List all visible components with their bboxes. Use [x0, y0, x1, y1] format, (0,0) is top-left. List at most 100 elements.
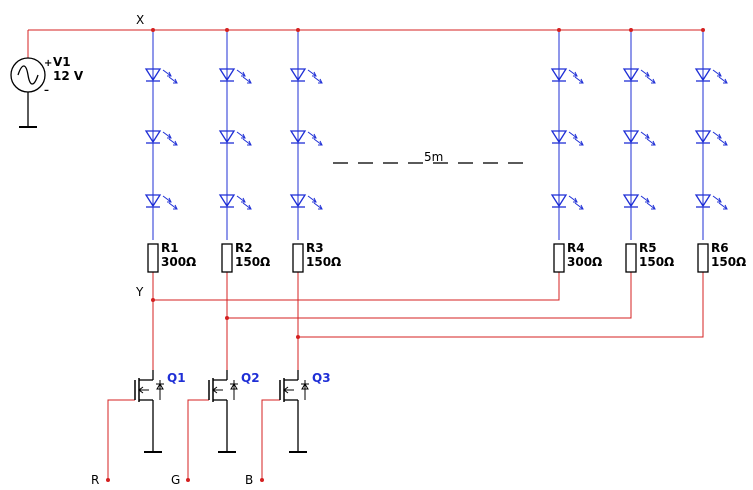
emission-arrow	[568, 131, 578, 139]
emission-arrow	[568, 195, 578, 203]
resistor-body	[147, 243, 159, 273]
emission-arrow	[313, 76, 323, 84]
mosfet-arrow	[138, 386, 144, 394]
led-icon	[144, 130, 178, 146]
led-triangle	[144, 130, 162, 144]
emission-arrow	[162, 69, 172, 77]
emission-arrow	[307, 69, 317, 77]
emission-arrowhead	[579, 140, 584, 146]
transistor-name: Q2	[241, 371, 260, 385]
resistor-name: R3	[306, 241, 324, 255]
led-triangle	[289, 68, 307, 82]
emission-arrowhead	[723, 78, 728, 84]
node-x-label: X	[136, 13, 144, 27]
gate-wire	[187, 399, 209, 480]
emission-arrowhead	[645, 197, 650, 203]
emission-arrow	[646, 138, 656, 146]
gate-input-label: B	[245, 473, 253, 487]
mosfet-q1: Q1R	[91, 370, 186, 487]
resistor-body	[221, 243, 233, 273]
resistor-value: 150Ω	[306, 255, 341, 269]
led-icon	[289, 130, 323, 146]
junction-dot	[296, 335, 300, 339]
resistor-name: R6	[711, 241, 729, 255]
emission-arrowhead	[579, 204, 584, 210]
led-icon	[144, 68, 178, 84]
emission-arrow	[640, 195, 650, 203]
emission-arrowhead	[645, 133, 650, 139]
emission-arrowhead	[312, 133, 317, 139]
resistor-value: 300Ω	[567, 255, 602, 269]
emission-arrow	[640, 69, 650, 77]
led-triangle	[550, 130, 568, 144]
emission-arrowhead	[247, 140, 252, 146]
led-triangle	[144, 68, 162, 82]
led-icon	[622, 68, 656, 84]
emission-arrow	[574, 202, 584, 210]
gate-terminal	[260, 478, 264, 482]
emission-arrow	[168, 202, 178, 210]
led-icon	[289, 194, 323, 210]
junction-dot	[557, 28, 561, 32]
gate-input-label: R	[91, 473, 99, 487]
emission-arrow	[242, 202, 252, 210]
emission-arrow	[646, 202, 656, 210]
emission-arrowhead	[173, 140, 178, 146]
node-y-label: Y	[135, 285, 144, 299]
led-icon	[144, 194, 178, 210]
emission-arrowhead	[579, 78, 584, 84]
led-triangle	[218, 194, 236, 208]
emission-arrowhead	[167, 133, 172, 139]
emission-arrowhead	[173, 78, 178, 84]
resistor-value: 300Ω	[161, 255, 196, 269]
emission-arrowhead	[651, 78, 656, 84]
wire	[298, 272, 704, 338]
emission-arrowhead	[167, 71, 172, 77]
resistor-name: R2	[235, 241, 253, 255]
emission-arrowhead	[651, 204, 656, 210]
emission-arrowhead	[173, 204, 178, 210]
led-triangle	[289, 130, 307, 144]
emission-arrow	[236, 69, 246, 77]
emission-arrow	[168, 138, 178, 146]
source-name: V1	[53, 55, 71, 69]
mosfet-q3: Q3B	[245, 370, 331, 487]
led-triangle	[550, 68, 568, 82]
led-icon	[550, 194, 584, 210]
led-triangle	[622, 68, 640, 82]
resistor-name: R1	[161, 241, 179, 255]
led-icon	[622, 130, 656, 146]
led-triangle	[289, 194, 307, 208]
voltage-source-v1	[10, 57, 46, 128]
emission-arrowhead	[241, 71, 246, 77]
led-icon	[694, 194, 728, 210]
junction-dot	[151, 28, 155, 32]
emission-arrowhead	[241, 197, 246, 203]
source-value: 12 V	[53, 69, 84, 83]
led-strings	[144, 32, 728, 240]
resistor-body	[292, 243, 304, 273]
emission-arrowhead	[318, 204, 323, 210]
emission-arrowhead	[573, 71, 578, 77]
emission-arrowhead	[723, 140, 728, 146]
emission-arrowhead	[723, 204, 728, 210]
emission-arrow	[162, 195, 172, 203]
led-icon	[218, 68, 252, 84]
emission-arrow	[307, 195, 317, 203]
junction-dot	[701, 28, 705, 32]
wire	[153, 272, 560, 301]
led-triangle	[218, 130, 236, 144]
led-icon	[289, 68, 323, 84]
emission-arrow	[646, 76, 656, 84]
resistor-value: 150Ω	[711, 255, 746, 269]
led-icon	[550, 68, 584, 84]
labels: X Y 5m V1 12 V + –	[44, 13, 443, 299]
led-triangle	[694, 130, 712, 144]
emission-arrow	[568, 69, 578, 77]
emission-arrow	[307, 131, 317, 139]
emission-arrowhead	[717, 133, 722, 139]
led-icon	[694, 130, 728, 146]
